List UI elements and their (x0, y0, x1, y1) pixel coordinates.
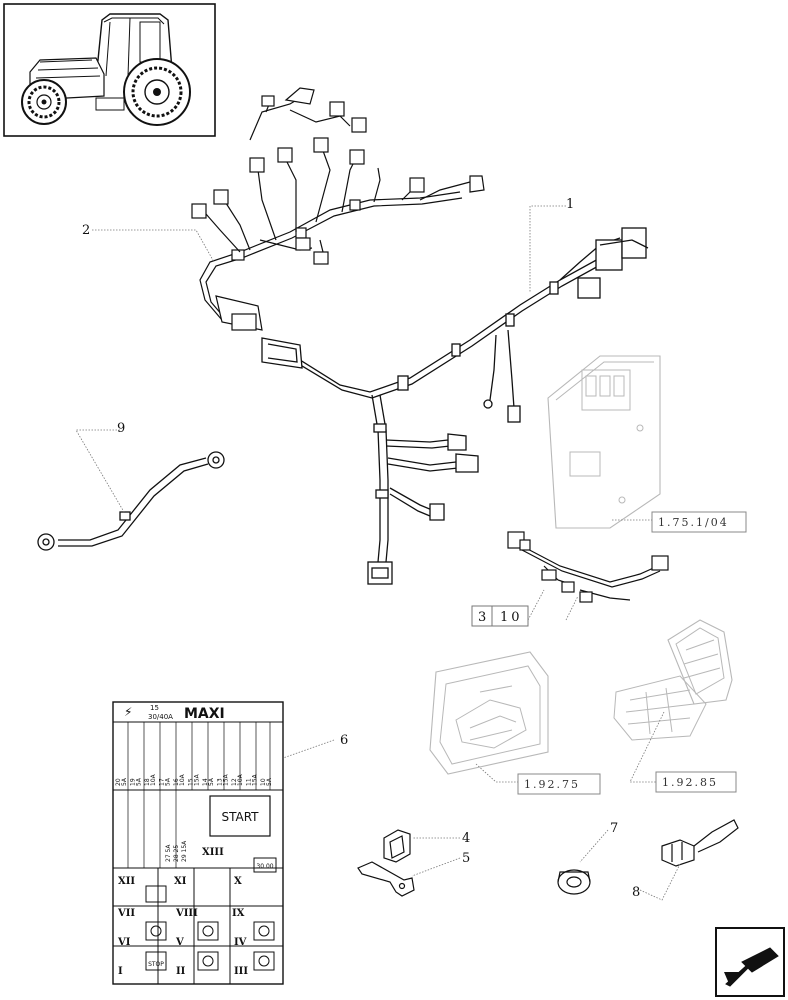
relay-numeral: V (175, 937, 184, 948)
fuse-number: 19 (130, 778, 137, 786)
fuse-amperage: 5A (208, 777, 215, 786)
fuse-amperage: 15A (223, 773, 230, 786)
seat-ghost (613, 619, 733, 741)
fuse-number: 11 (246, 778, 253, 786)
lower-fuse-number: 27 5A (165, 844, 172, 862)
fuse-number: 18 (144, 778, 151, 786)
relay-numeral: VIII (175, 908, 198, 919)
clip-part (383, 829, 411, 863)
callout-7: 7 (610, 821, 618, 836)
leader-lines (75, 205, 681, 901)
lower-fuse-number: 29 15A (181, 840, 188, 862)
seat-reference[interactable]: 1.92.85 (662, 776, 718, 789)
fuse-amperage: 10A (237, 773, 244, 786)
fuse-box-diagram (112, 701, 284, 985)
fuse-number: 15 (188, 778, 195, 786)
relay-numeral: III (234, 966, 248, 977)
grommet-part (557, 869, 591, 895)
battery-cable (37, 451, 225, 551)
relay-numeral: XI (174, 876, 187, 887)
upper-harness (191, 87, 485, 331)
callout-8: 8 (632, 885, 640, 900)
relay-numeral: XII (118, 876, 135, 887)
fuse-amperage: 5A (136, 777, 143, 786)
relay-numeral: I (118, 966, 123, 977)
fuse-number: 16 (173, 778, 180, 786)
fuse-amperage: 10A (179, 773, 186, 786)
callout-2: 2 (82, 223, 90, 238)
maxi-rating-top: 15 (150, 704, 159, 712)
fuse-amperage: 5A (266, 777, 273, 786)
callout-5: 5 (462, 851, 470, 866)
fuse-number: 12 (231, 778, 238, 786)
relay-numeral: IV (234, 937, 247, 948)
tractor-thumbnail-icon[interactable] (3, 3, 216, 137)
back-arrow-icon[interactable] (715, 927, 785, 997)
callout-9: 9 (117, 421, 125, 436)
maxi-rating: 30/40A (148, 713, 173, 721)
callout-1: 1 (566, 197, 574, 212)
relay-small-label: 30 00 (256, 863, 273, 870)
maxi-title: MAXI (184, 706, 225, 722)
start-label: START (221, 810, 259, 824)
main-wiring-harness (261, 227, 649, 585)
lower-fuse-number: 28 25 (173, 845, 180, 862)
callout-labels: 1 2 9 6 4 5 7 8 (82, 197, 640, 900)
fuse-box-labels: ⚡ 15 30/40A MAXI START STOP XIII 30 00 (124, 704, 274, 968)
sub-harness (507, 531, 669, 603)
jumper-connector-part (661, 819, 739, 867)
fuse-amperage: 5A (121, 777, 128, 786)
ecu-reference[interactable]: 1.75.1/04 (658, 516, 729, 529)
fuse-amperage: 15A (194, 773, 201, 786)
fuse-label-xiii: XIII (202, 847, 224, 858)
stop-label: STOP (148, 961, 164, 968)
fuse-amperage: 5A (165, 777, 172, 786)
fuse-number: 20 (115, 778, 122, 786)
fuse-amperage: 15A (252, 773, 259, 786)
ecu-module-ghost (547, 355, 661, 529)
relay-numeral: X (234, 876, 242, 887)
maxi-lightning-icon: ⚡ (124, 705, 132, 719)
boxed-callouts: 3 10 (471, 605, 529, 627)
light-reference[interactable]: 1.92.75 (524, 778, 580, 791)
fuse-amperage: 10A (150, 773, 157, 786)
work-light-ghost (429, 651, 549, 775)
fuse-number: 10 (260, 778, 267, 786)
relay-numeral: VII (117, 908, 135, 919)
fuse-number: 13 (217, 778, 224, 786)
fuse-number: 14 (202, 778, 209, 786)
reference-boxes: 1.75.1/04 1.92.75 1.92.85 (517, 511, 747, 795)
callout-10: 10 (500, 610, 523, 625)
callout-4: 4 (462, 831, 470, 846)
fuse-number: 17 (159, 778, 166, 786)
bracket-part (357, 861, 415, 897)
relay-numeral: IX (232, 908, 245, 919)
callout-3: 3 (478, 610, 486, 625)
relay-numeral: VI (117, 937, 131, 948)
relay-numeral: II (176, 966, 186, 977)
callout-6: 6 (340, 733, 348, 748)
